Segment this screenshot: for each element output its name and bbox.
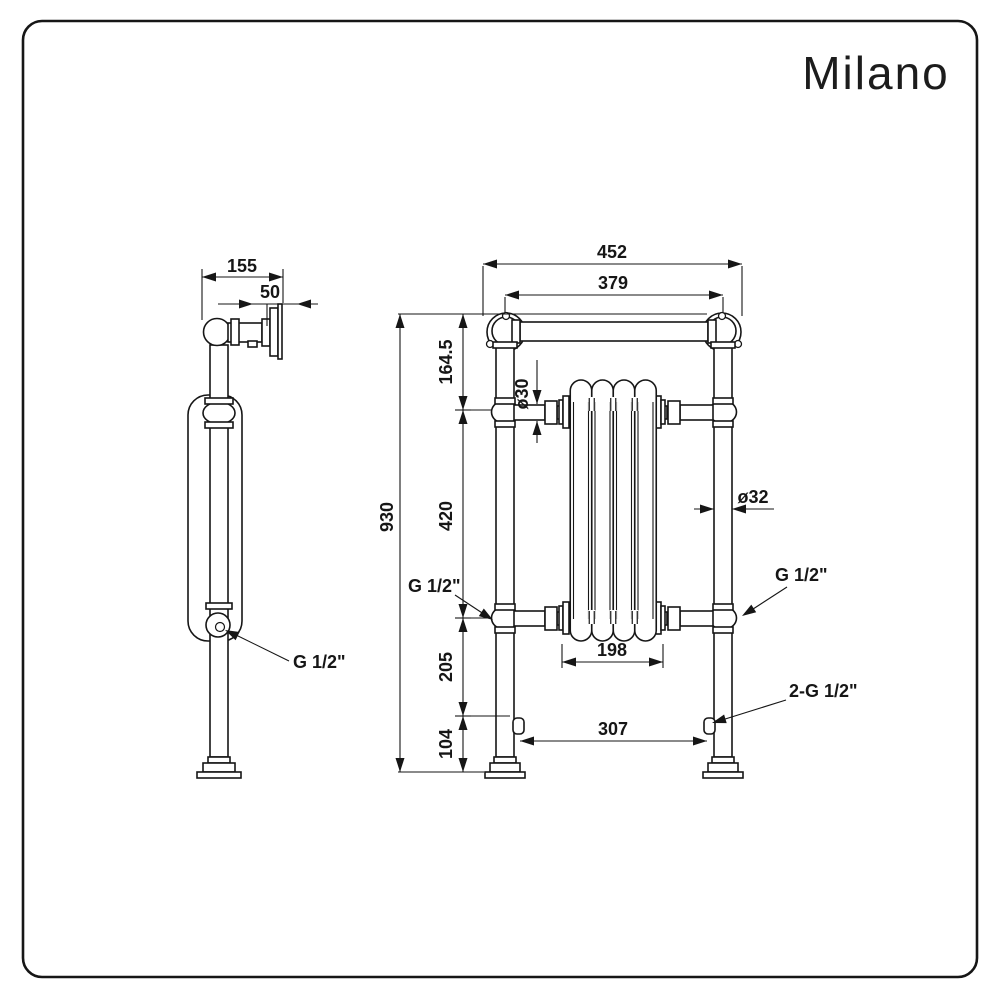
label-side-valve-connection: G 1/2" <box>293 652 346 672</box>
front-view <box>484 311 744 779</box>
dim-body-width: 198 <box>597 640 627 660</box>
dim-rail-centers: 379 <box>598 273 628 293</box>
front-view-arrowheads <box>395 259 757 772</box>
dim-mid-section: 420 <box>436 501 456 531</box>
dim-wall-distance: 50 <box>260 282 280 302</box>
dim-pipe-diameter: ø30 <box>512 378 532 409</box>
dim-inlet-span: 307 <box>598 719 628 739</box>
label-right-valve-connection: G 1/2" <box>775 565 828 585</box>
dim-lower-section: 205 <box>436 652 456 682</box>
brand-logo: Milano <box>802 47 950 99</box>
dim-overall-width: 452 <box>597 242 627 262</box>
dim-overall-height: 930 <box>377 502 397 532</box>
label-inlet-connections: 2-G 1/2" <box>789 681 858 701</box>
side-view-arrowheads <box>202 272 311 641</box>
dim-depth-total: 155 <box>227 256 257 276</box>
front-view-dimensions <box>398 263 788 773</box>
dim-pole-diameter: ø32 <box>737 487 768 507</box>
dim-floor-clearance: 104 <box>436 729 456 759</box>
label-left-valve-connection: G 1/2" <box>408 576 461 596</box>
dim-top-offset: 164.5 <box>436 339 456 384</box>
